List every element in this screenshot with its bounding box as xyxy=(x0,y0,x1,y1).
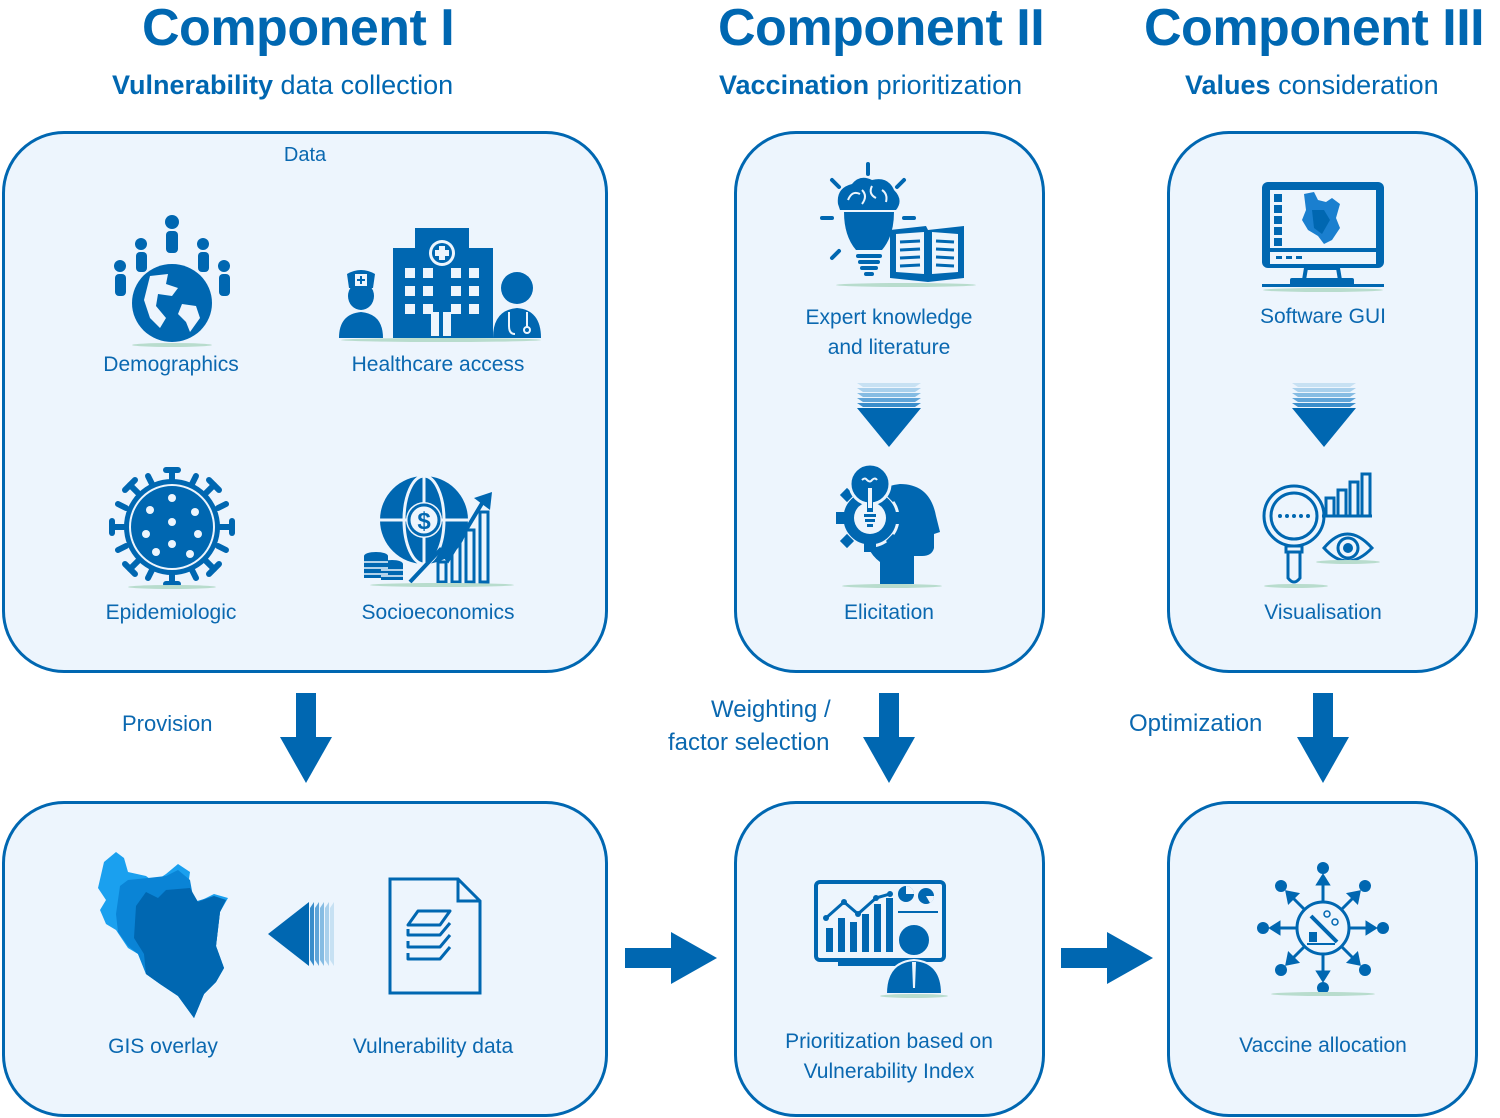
component-3-subtitle-rest: consideration xyxy=(1270,70,1439,100)
demographics-label: Demographics xyxy=(103,353,239,376)
brain-bulb-book-icon xyxy=(810,160,976,290)
right-arrow-to-index xyxy=(625,932,717,984)
component-3-title: Component III xyxy=(1144,0,1485,57)
kenya-map-icon xyxy=(94,850,240,1020)
component-2-subtitle-bold: Vaccination xyxy=(719,70,870,100)
component-1-title: Component I xyxy=(142,0,455,57)
component-2-subtitle: Vaccination prioritization xyxy=(719,72,1022,99)
weighting-label-line2: factor selection xyxy=(668,729,830,756)
data-panel xyxy=(2,131,608,673)
vaccine-allocation-label: Vaccine allocation xyxy=(1239,1034,1407,1057)
component-1-subtitle-rest: data collection xyxy=(273,70,454,100)
gis-overlay-label: GIS overlay xyxy=(108,1035,218,1058)
expert-knowledge-label-line2: and literature xyxy=(827,336,951,359)
economy-globe-chart-icon: $ xyxy=(362,472,522,592)
prioritization-index-label-line2: Vulnerability Index xyxy=(803,1060,975,1083)
healthcare-access-label: Healthcare access xyxy=(351,353,525,376)
presentation-dashboard-icon xyxy=(814,880,950,998)
socioeconomics-label: Socioeconomics xyxy=(361,601,515,624)
prioritization-index-label-line1: Prioritization based on xyxy=(785,1030,993,1053)
fading-down-arrow-icon xyxy=(855,383,923,447)
visualisation-label: Visualisation xyxy=(1264,601,1382,624)
down-arrow-provision xyxy=(280,693,332,783)
layered-document-icon xyxy=(388,877,482,995)
elicitation-label: Elicitation xyxy=(844,601,934,624)
svg-text:$: $ xyxy=(417,508,431,535)
hospital-staff-icon xyxy=(337,226,541,342)
component-1-subtitle: Vulnerability data collection xyxy=(112,72,453,99)
head-gear-bulb-icon xyxy=(834,462,944,588)
expert-knowledge-label-line1: Expert knowledge xyxy=(805,306,973,329)
vulnerability-data-label: Vulnerability data xyxy=(352,1035,514,1058)
fading-left-arrow-icon xyxy=(268,900,334,968)
vaccine-distribution-icon xyxy=(1255,860,1391,996)
magnifier-chart-eye-icon xyxy=(1262,472,1386,590)
optimization-label: Optimization xyxy=(1129,710,1263,737)
globe-people-icon xyxy=(108,214,234,347)
software-gui-label: Software GUI xyxy=(1259,305,1387,328)
data-panel-heading: Data xyxy=(283,144,327,166)
down-arrow-weighting xyxy=(863,693,915,783)
weighting-label-line1: Weighting / xyxy=(711,696,831,723)
component-2-subtitle-rest: prioritization xyxy=(869,70,1023,100)
component-3-subtitle-bold: Values xyxy=(1185,70,1271,100)
component-1-subtitle-bold: Vulnerability xyxy=(112,70,274,100)
right-arrow-to-allocation xyxy=(1061,932,1153,984)
epidemiologic-label: Epidemiologic xyxy=(105,601,237,624)
component-3-subtitle: Values consideration xyxy=(1185,72,1439,99)
component-2-title: Component II xyxy=(718,0,1045,57)
down-arrow-optimization xyxy=(1297,693,1349,783)
monitor-map-icon xyxy=(1260,180,1390,292)
fading-down-arrow-icon xyxy=(1290,383,1358,447)
provision-label: Provision xyxy=(122,711,213,736)
virus-icon xyxy=(109,467,235,590)
